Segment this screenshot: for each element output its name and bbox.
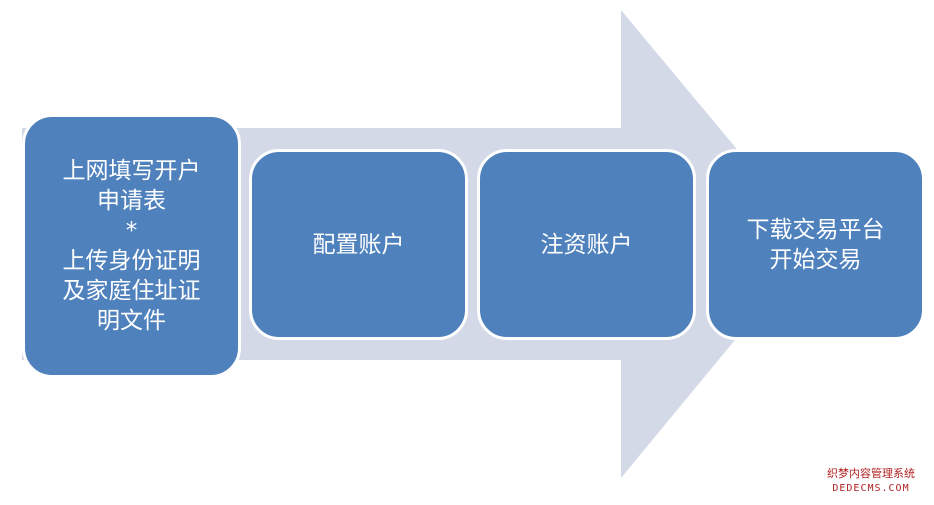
step-4-download-platform: 下载交易平台 开始交易 [706,149,925,340]
step-1-line-3: * [125,218,138,244]
step-1-line-6: 明文件 [97,308,166,334]
step-4-line-2: 开始交易 [769,246,862,273]
step-1-line-5: 及家庭住址证 [62,278,201,304]
watermark-line-1: 织梦内容管理系统 [827,467,915,480]
step-3-line-1: 注资账户 [540,231,633,258]
step-1-line-4: 上传身份证明 [62,248,201,274]
step-2-configure-account: 配置账户 [249,149,468,340]
watermark-line-2: DEDECMS.COM [832,483,910,494]
watermark: 织梦内容管理系统 DEDECMS.COM [812,466,930,496]
step-1-line-2: 申请表 [97,188,166,214]
step-2-line-1: 配置账户 [312,231,405,258]
step-4-line-1: 下载交易平台 [746,216,885,243]
step-1-apply-online: 上网填写开户 申请表 * 上传身份证明 及家庭住址证 明文件 [22,114,241,378]
step-3-fund-account: 注资账户 [477,149,696,340]
step-1-line-1: 上网填写开户 [62,158,201,184]
